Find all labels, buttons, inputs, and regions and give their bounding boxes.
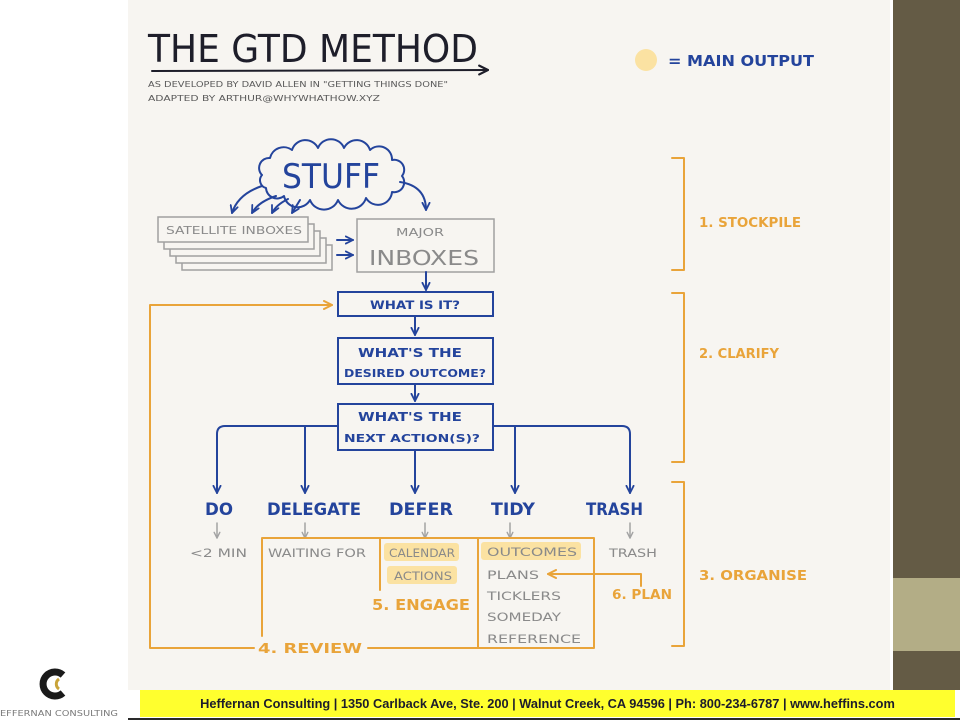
side-decor-accent: [893, 578, 960, 651]
major-inboxes-line1: MAJOR: [396, 226, 444, 239]
decision-delegate: DELEGATE: [267, 500, 361, 520]
phase-bracket-clarify: [671, 292, 685, 463]
logo-wordmark: EFFERNAN CONSULTING: [0, 709, 118, 718]
what-is-it-label: WHAT IS IT?: [370, 298, 460, 312]
branch-tidy: [492, 425, 635, 494]
branch-do: [212, 425, 339, 494]
phase-bracket-organise: [671, 481, 685, 647]
gtd-diagram: THE GTD METHOD AS DEVELOPED BY DAVID ALL…: [147, 27, 815, 657]
footer-rule: [128, 718, 960, 720]
satellite-inbox-front: [157, 216, 309, 243]
output-tidy-someday: SOMEDAY: [487, 610, 562, 624]
next-action-line2: NEXT ACTION(S)?: [344, 433, 480, 445]
decision-defer: DEFER: [389, 500, 453, 520]
stuff-label: STUFF: [282, 157, 380, 197]
engage-label: 5. ENGAGE: [372, 596, 470, 614]
main-output-highlight: [481, 542, 581, 560]
company-logo: EFFERNAN CONSULTING: [0, 668, 118, 718]
desired-outcome-line1: WHAT'S THE: [358, 345, 462, 360]
phase-clarify: 2. CLARIFY: [699, 347, 780, 362]
title: THE GTD METHOD: [147, 27, 478, 71]
output-do: <2 MIN: [190, 546, 247, 560]
main-output-highlight: [387, 566, 457, 584]
diagram-panel: [128, 0, 890, 690]
title-underline-arrow: [151, 64, 490, 76]
subtitle-adapted: ADAPTED BY ARTHUR@WHYWHATHOW.XYZ: [148, 94, 380, 103]
output-defer-actions: ACTIONS: [394, 569, 452, 583]
next-action-line1: WHAT'S THE: [358, 409, 462, 424]
arrow-stuff-to-satellite-2: [251, 195, 277, 214]
desired-outcome-line2: DESIRED OUTCOME?: [344, 368, 486, 380]
output-tidy-reference: REFERENCE: [487, 632, 581, 646]
output-tidy-outcomes: OUTCOMES: [487, 545, 577, 559]
review-label: 4. REVIEW: [258, 642, 362, 657]
main-output-swatch: [635, 49, 657, 71]
output-trash: TRASH: [608, 546, 657, 560]
subtitle-credit: AS DEVELOPED BY DAVID ALLEN IN "GETTING …: [148, 80, 448, 89]
decision-do: DO: [205, 500, 233, 520]
arrow-stuff-to-satellite-4: [291, 199, 301, 214]
phase-stockpile: 1. STOCKPILE: [699, 216, 801, 231]
arrow-stuff-to-satellite-1: [229, 185, 263, 214]
major-inboxes-line2: INBOXES: [369, 246, 479, 270]
decision-trash: TRASH: [586, 500, 643, 520]
footer-contact-bar: Heffernan Consulting | 1350 Carlback Ave…: [140, 690, 955, 717]
review-loop-arrow: [149, 300, 333, 649]
arrow-stuff-to-major: [399, 181, 431, 211]
main-output-highlight: [384, 543, 459, 561]
plan-label: 6. PLAN: [612, 588, 672, 603]
stuff-cloud: [258, 138, 406, 211]
legend-label: = MAIN OUTPUT: [668, 52, 815, 70]
plan-arrow: [547, 569, 642, 587]
phase-organise: 3. ORGANISE: [699, 569, 807, 584]
output-tidy-plans: PLANS: [487, 568, 539, 582]
phase-bracket-stockpile: [671, 157, 685, 271]
satellite-inboxes-label: SATELLITE INBOXES: [166, 224, 302, 237]
output-tidy-ticklers: TICKLERS: [486, 589, 561, 603]
output-delegate: WAITING FOR: [268, 546, 366, 560]
decision-tidy: TIDY: [491, 500, 536, 520]
arrow-stuff-to-satellite-3: [271, 198, 289, 214]
output-defer-calendar: CALENDAR: [389, 546, 455, 560]
organise-frame: [261, 537, 595, 649]
c-logo-icon: [39, 668, 66, 700]
side-decor-band: [893, 0, 960, 690]
